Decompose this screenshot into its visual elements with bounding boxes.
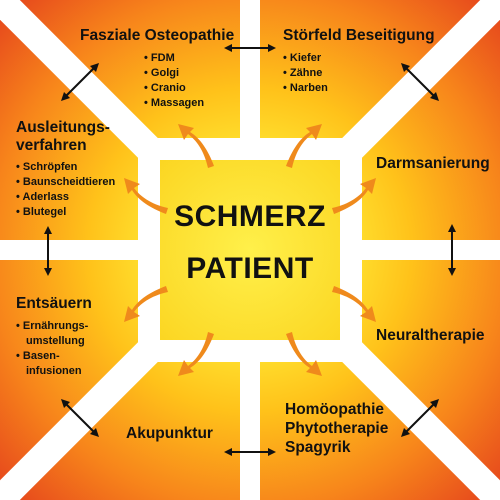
list-item: Zähne (283, 66, 328, 81)
orange-arrows (124, 124, 376, 376)
arrow-left-bottom (124, 286, 168, 322)
entsaeuern-list: Ernährungs-umstellung Basen-infusionen (16, 319, 88, 379)
spagyrik-line: Spagyrik (285, 439, 351, 456)
arrow-up-right (286, 124, 322, 168)
connector-bottom-right (401, 399, 439, 437)
center-line-1: SCHMERZ (174, 200, 326, 233)
connector-bottom (224, 448, 276, 456)
center-line-2: PATIENT (186, 252, 314, 285)
fasziale-osteopathie-list: FDM Golgi Cranio Massagen (144, 51, 204, 111)
ausleitungsverfahren-title-line-1: Ausleitungs- (16, 119, 110, 136)
arrow-right-bottom (332, 286, 376, 322)
stoerfeld-beseitigung-list: Kiefer Zähne Narben (283, 51, 328, 96)
center-square (160, 160, 340, 340)
darmsanierung-title: Darmsanierung (376, 155, 490, 172)
arrow-up-left (178, 124, 214, 168)
list-item: Baunscheidtieren (16, 175, 115, 190)
arrow-right-top (332, 178, 376, 214)
connector-top-right (401, 63, 439, 101)
arrow-left-top (124, 178, 168, 214)
arrow-down-left (178, 332, 214, 376)
connector-arrows (44, 44, 456, 456)
ausleitungsverfahren-title: Ausleitungs- verfahren (16, 119, 110, 155)
list-item: Aderlass (16, 190, 115, 205)
connector-top (224, 44, 276, 52)
connector-top-left (61, 63, 99, 101)
list-item: Basen-infusionen (16, 349, 88, 379)
center-label: SCHMERZ PATIENT (160, 160, 340, 340)
stoerfeld-beseitigung-title: Störfeld Beseitigung (283, 27, 435, 44)
connector-left (44, 226, 52, 276)
list-item: Narben (283, 81, 328, 96)
fasziale-osteopathie-title: Fasziale Osteopathie (80, 27, 235, 44)
list-item: Blutegel (16, 205, 115, 220)
arrow-down-right (286, 332, 322, 376)
homoeopathie-line: Homöopathie (285, 401, 385, 418)
list-item: Cranio (144, 81, 204, 96)
list-item: Ernährungs-umstellung (16, 319, 88, 349)
list-item: Massagen (144, 96, 204, 111)
ausleitungsverfahren-list: Schröpfen Baunscheidtieren Aderlass Blut… (16, 160, 116, 220)
connector-right (448, 224, 456, 276)
connector-bottom-left (61, 399, 99, 437)
homoeopathie-group: Homöopathie Phytotherapie Spagyrik (285, 400, 388, 457)
list-item: FDM (144, 51, 204, 66)
akupunktur-title: Akupunktur (126, 425, 213, 442)
list-item: Kiefer (283, 51, 328, 66)
neuraltherapie-title: Neuraltherapie (376, 327, 485, 344)
list-item: Schröpfen (16, 160, 115, 175)
list-item: Golgi (144, 66, 204, 81)
entsaeuern-title: Entsäuern (16, 295, 92, 312)
ausleitungsverfahren-title-line-2: verfahren (16, 137, 87, 154)
phytotherapie-line: Phytotherapie (285, 420, 389, 437)
